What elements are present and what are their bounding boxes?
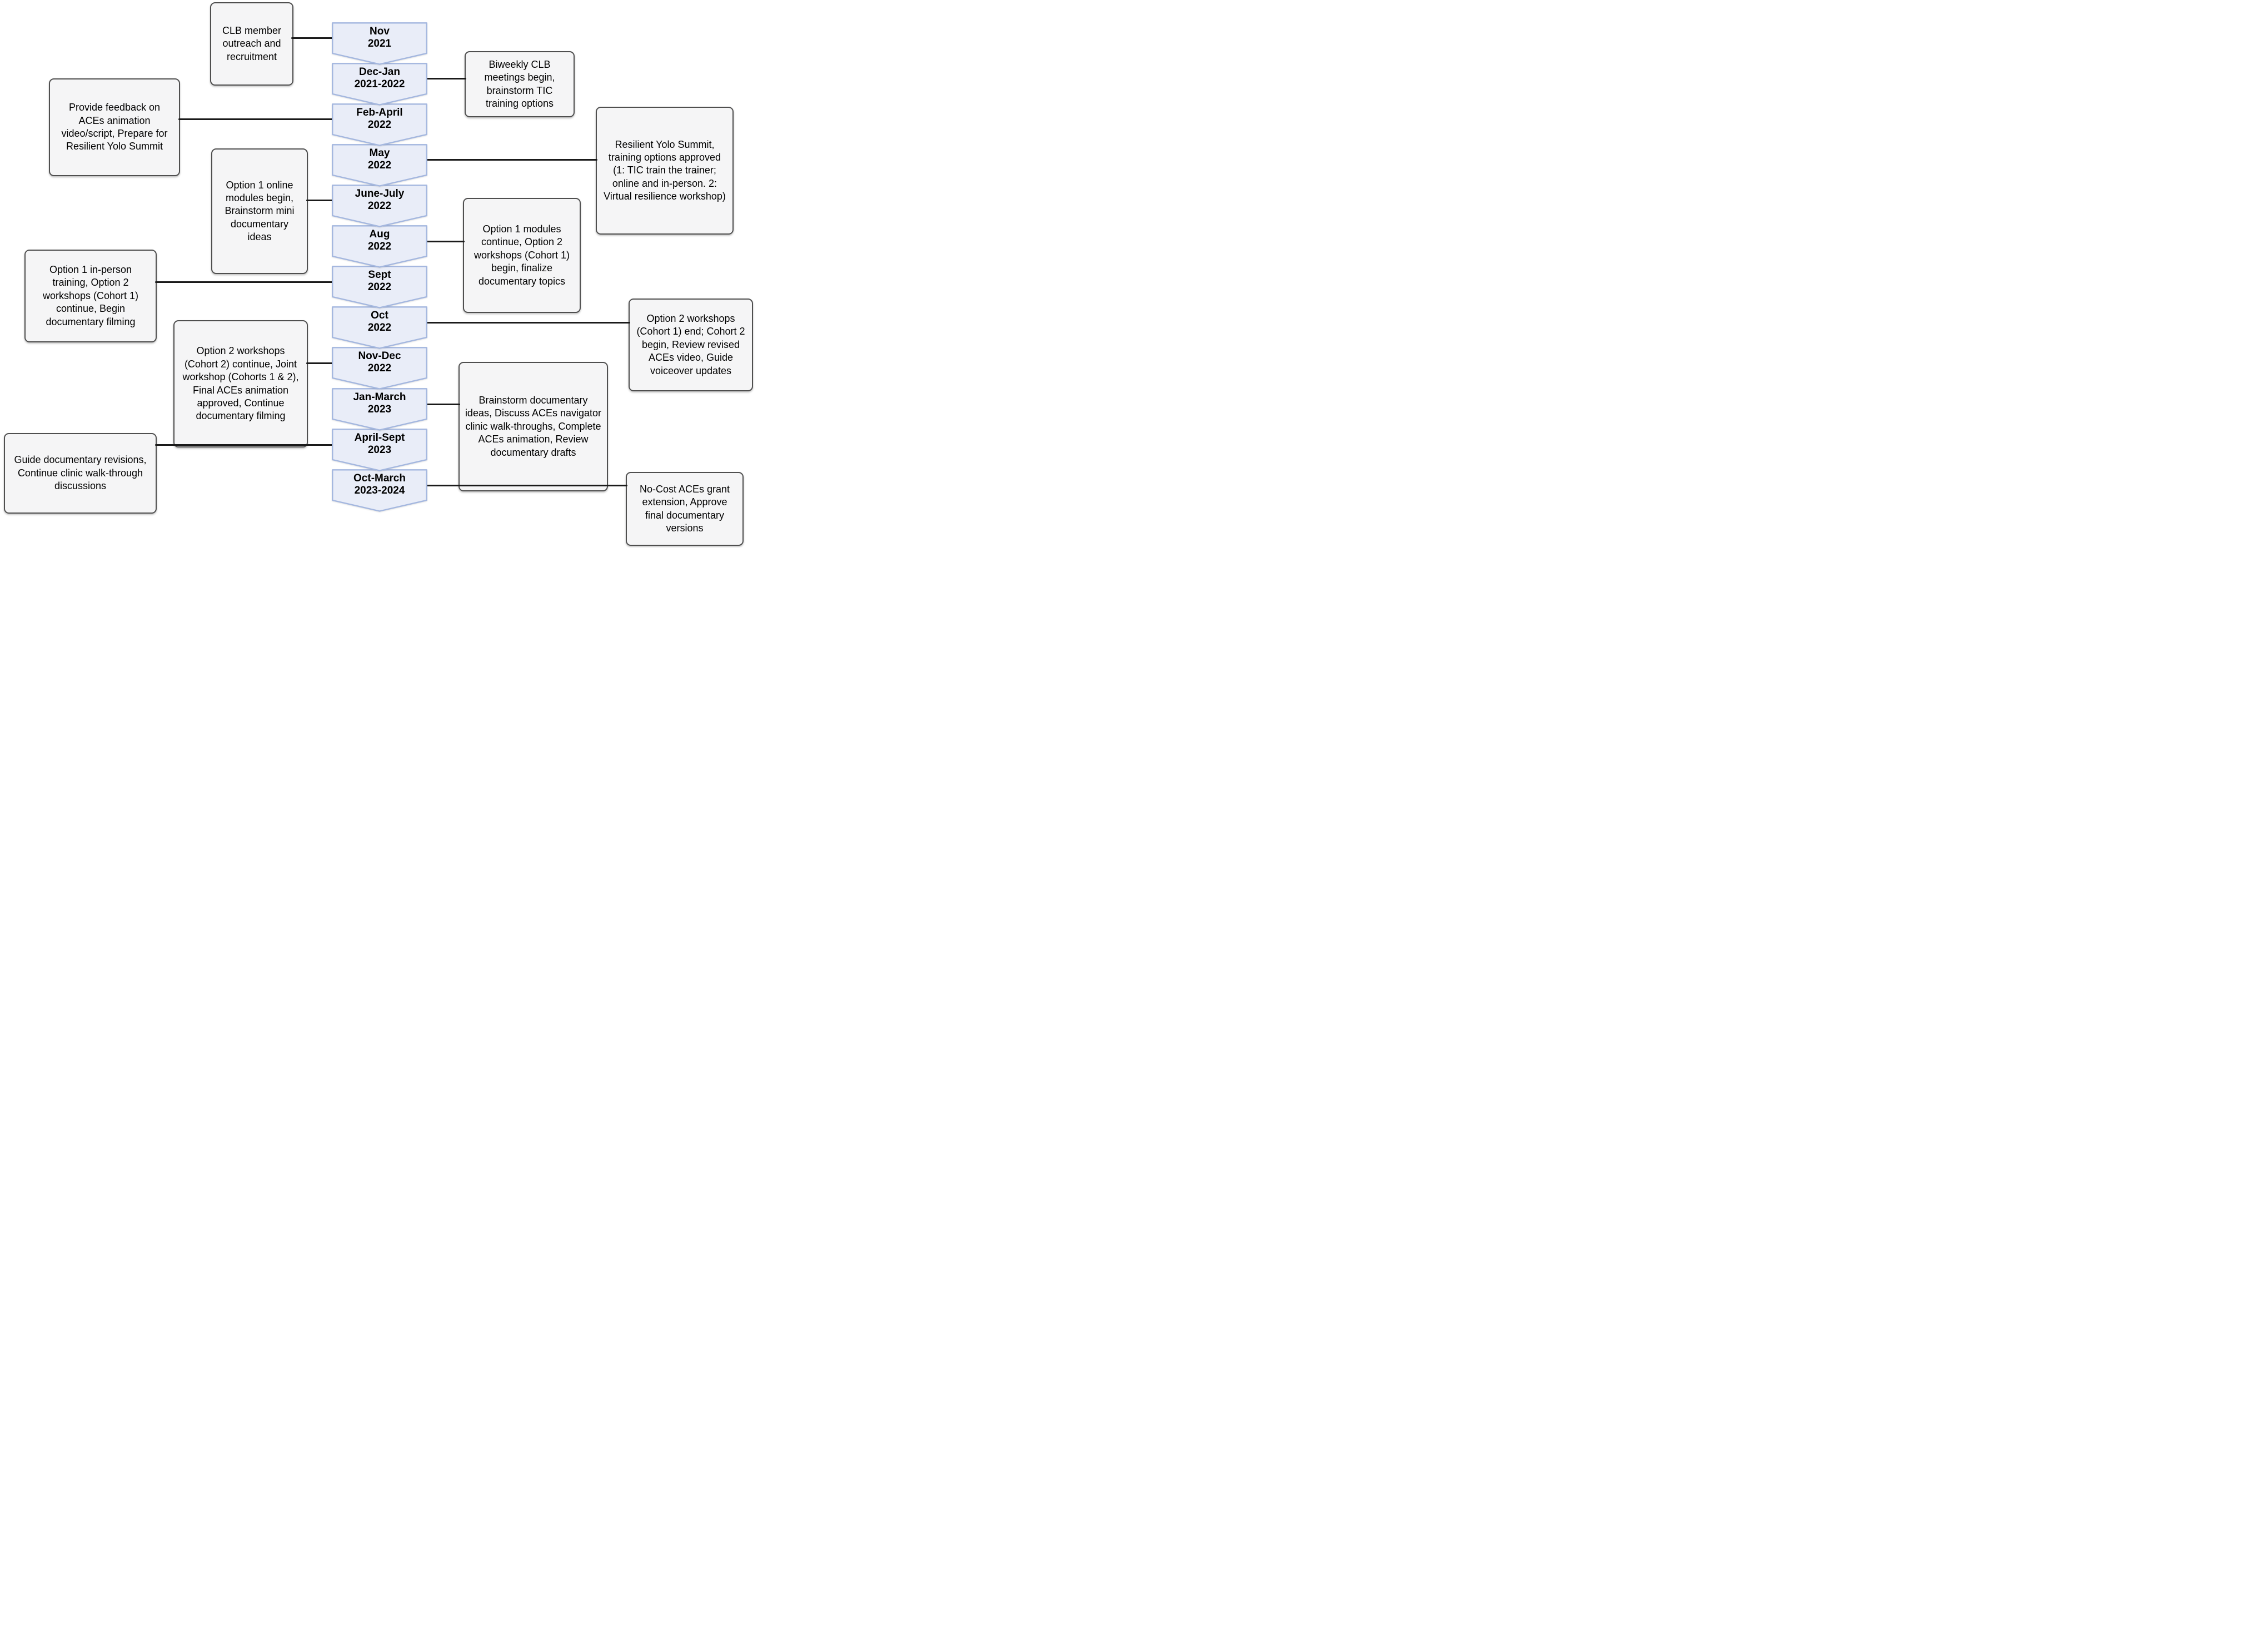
connector-line <box>426 403 460 405</box>
event-text: Provide feedback on ACEs animation video… <box>61 102 168 152</box>
chevron-banner-shape <box>332 103 427 146</box>
connector-line <box>306 362 333 364</box>
chevron-banner-shape <box>332 469 427 512</box>
event-text: Brainstorm documentary ideas, Discuss AC… <box>465 395 602 458</box>
connector-line <box>291 37 333 39</box>
event-box: Resilient Yolo Summit, training options … <box>596 107 734 235</box>
chevron-banner-shape <box>332 185 427 227</box>
event-text: No-Cost ACEs grant extension, Approve fi… <box>639 483 730 534</box>
event-text: Guide documentary revisions, Continue cl… <box>14 454 147 492</box>
event-box: Provide feedback on ACEs animation video… <box>49 78 180 176</box>
event-box: Option 1 in-person training, Option 2 wo… <box>24 250 157 342</box>
event-box: Option 2 workshops (Cohort 2) continue, … <box>173 320 308 447</box>
chevron-banner-shape <box>332 63 427 106</box>
event-box: Option 1 modules continue, Option 2 work… <box>463 198 581 313</box>
event-text: Option 2 workshops (Cohort 2) continue, … <box>182 345 299 422</box>
chevron-banner-shape <box>332 429 427 471</box>
event-text: Option 1 in-person training, Option 2 wo… <box>42 264 139 327</box>
connector-line <box>426 158 597 161</box>
chevron-banner-shape <box>332 225 427 268</box>
connector-line <box>426 321 630 324</box>
event-box: No-Cost ACEs grant extension, Approve fi… <box>626 472 744 546</box>
chevron-banner-shape <box>332 388 427 431</box>
chevron-banner-shape <box>332 22 427 65</box>
event-box: CLB member outreach and recruitment <box>210 2 293 86</box>
event-box: Guide documentary revisions, Continue cl… <box>4 433 157 514</box>
connector-line <box>306 199 333 201</box>
connector-line <box>426 77 466 79</box>
event-text: Option 1 online modules begin, Brainstor… <box>225 179 295 243</box>
chevron-banner-shape <box>332 266 427 309</box>
event-box: Option 1 online modules begin, Brainstor… <box>211 148 308 274</box>
timeline-diagram: CLB member outreach and recruitment Biwe… <box>0 0 756 548</box>
event-box: Brainstorm documentary ideas, Discuss AC… <box>458 362 608 491</box>
connector-line <box>426 484 627 486</box>
chevron-banner-shape <box>332 144 427 187</box>
event-box: Biweekly CLB meetings begin, brainstorm … <box>465 51 575 117</box>
event-box: Option 2 workshops (Cohort 1) end; Cohor… <box>629 298 753 391</box>
event-text: CLB member outreach and recruitment <box>222 24 282 62</box>
event-text: Resilient Yolo Summit, training options … <box>604 138 726 202</box>
connector-line <box>426 240 465 242</box>
event-text: Option 1 modules continue, Option 2 work… <box>473 223 570 287</box>
chevron-banner-shape <box>332 306 427 349</box>
connector-line <box>155 281 333 283</box>
connector-line <box>155 444 333 446</box>
event-text: Option 2 workshops (Cohort 1) end; Cohor… <box>636 313 745 376</box>
event-text: Biweekly CLB meetings begin, brainstorm … <box>484 58 555 109</box>
chevron-banner-shape <box>332 347 427 390</box>
connector-line <box>178 118 333 120</box>
